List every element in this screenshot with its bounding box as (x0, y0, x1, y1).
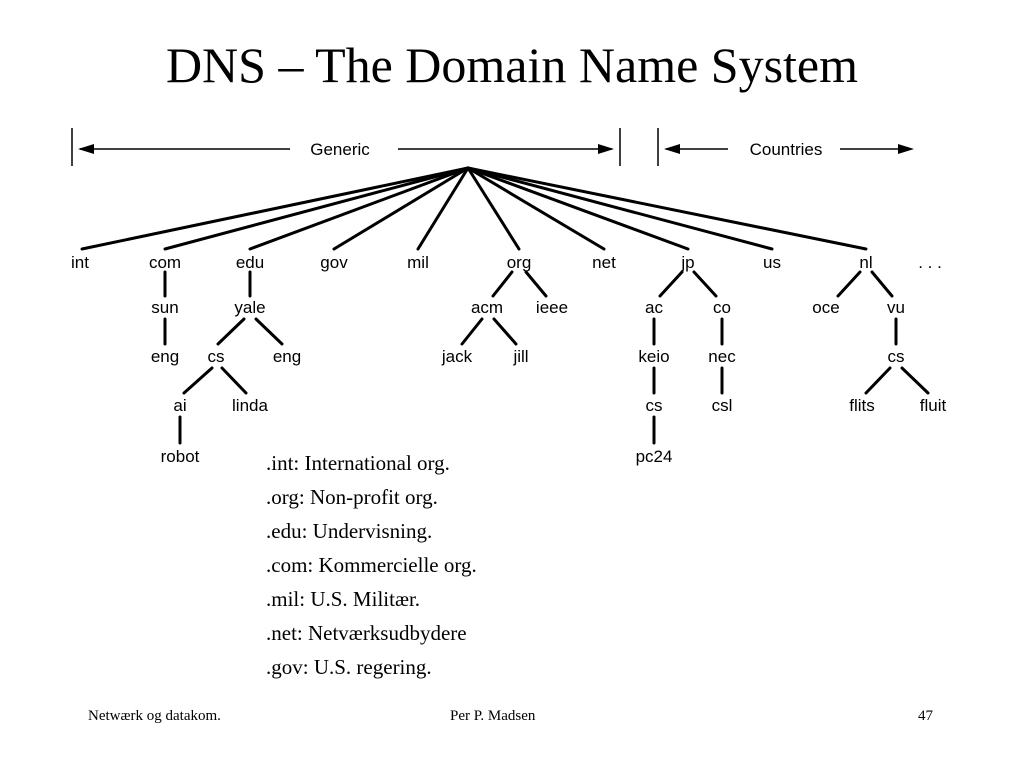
tree-nodes: int com edu gov mil org net jp us nl . .… (71, 253, 946, 466)
node-robot: robot (161, 447, 200, 466)
node-keio-cs: cs (646, 396, 663, 415)
node-linda: linda (232, 396, 268, 415)
node-pc24: pc24 (636, 447, 673, 466)
node-fluit: fluit (920, 396, 947, 415)
legend-item-org: .org: Non-profit org. (266, 485, 438, 509)
node-edu: edu (236, 253, 264, 272)
node-us: us (763, 253, 781, 272)
legend-item-mil: .mil: U.S. Militær. (266, 587, 421, 611)
subtree-edges (163, 270, 930, 445)
node-sun-eng: eng (151, 347, 179, 366)
node-ai: ai (173, 396, 186, 415)
node-vu-cs: cs (888, 347, 905, 366)
footer-author: Per P. Madsen (450, 708, 536, 724)
node-gov: gov (320, 253, 348, 272)
node-com: com (149, 253, 181, 272)
tld-legend: .int: International org. .org: Non-profi… (266, 446, 477, 684)
node-int: int (71, 253, 89, 272)
node-keio: keio (638, 347, 669, 366)
footer-page-number: 47 (918, 708, 933, 724)
node-yale-eng: eng (273, 347, 301, 366)
legend-item-gov: .gov: U.S. regering. (266, 655, 432, 679)
node-vu: vu (887, 298, 905, 317)
generic-bracket (71, 128, 621, 166)
node-ellipsis: . . . (918, 253, 942, 272)
node-yale-cs: cs (208, 347, 225, 366)
node-ieee: ieee (536, 298, 568, 317)
node-oce: oce (812, 298, 839, 317)
node-mil: mil (407, 253, 429, 272)
node-jack: jack (441, 347, 473, 366)
node-yale: yale (234, 298, 265, 317)
node-csl: csl (712, 396, 733, 415)
node-net: net (592, 253, 616, 272)
countries-bracket (657, 128, 914, 166)
node-nl: nl (859, 253, 872, 272)
legend-item-edu: .edu: Undervisning. (266, 519, 433, 543)
node-acm: acm (471, 298, 503, 317)
node-flits: flits (849, 396, 875, 415)
footer-course: Netwærk og datakom. (88, 708, 221, 724)
node-ac: ac (645, 298, 663, 317)
slide-title: DNS – The Domain Name System (165, 37, 859, 93)
node-org: org (507, 253, 532, 272)
node-jill: jill (512, 347, 528, 366)
node-sun: sun (151, 298, 178, 317)
countries-label: Countries (750, 140, 823, 159)
node-jp: jp (680, 253, 694, 272)
legend-item-int: .int: International org. (266, 451, 450, 475)
legend-item-net: .net: Netværksudbydere (266, 621, 467, 645)
legend-item-com: .com: Kommercielle org. (266, 553, 477, 577)
node-co: co (713, 298, 731, 317)
root-edges (80, 166, 868, 251)
node-nec: nec (708, 347, 736, 366)
generic-label: Generic (310, 140, 370, 159)
